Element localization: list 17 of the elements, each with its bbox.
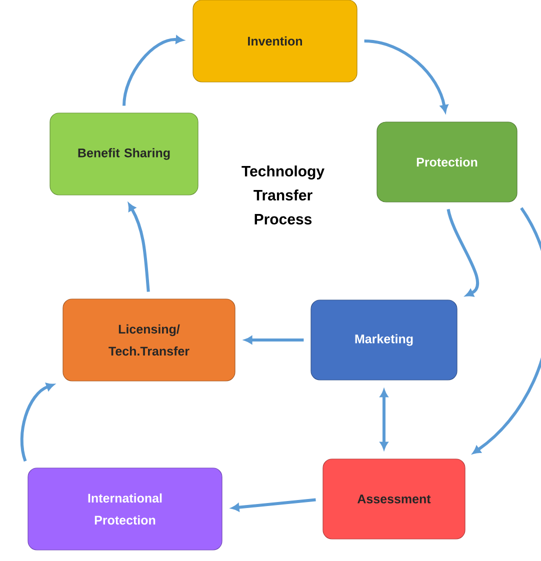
title: Technology Transfer Process xyxy=(242,166,324,224)
arrow xyxy=(446,208,479,297)
arrow xyxy=(20,383,54,462)
process-box: Invention xyxy=(192,0,358,82)
arrow xyxy=(472,207,541,454)
process-box: Benefit Sharing xyxy=(50,112,198,196)
arrow xyxy=(380,389,388,450)
arrow xyxy=(244,336,304,344)
process-box: Assessment xyxy=(322,458,466,540)
arrow xyxy=(364,40,448,113)
process-box: Protection xyxy=(376,122,518,202)
process-box: Licensing/ Tech.Transfer xyxy=(62,298,236,382)
arrow xyxy=(231,498,316,512)
process-box: Marketing xyxy=(310,300,458,380)
arrow xyxy=(128,203,150,292)
arrow xyxy=(122,36,184,106)
process-box: International Protection xyxy=(28,468,222,550)
